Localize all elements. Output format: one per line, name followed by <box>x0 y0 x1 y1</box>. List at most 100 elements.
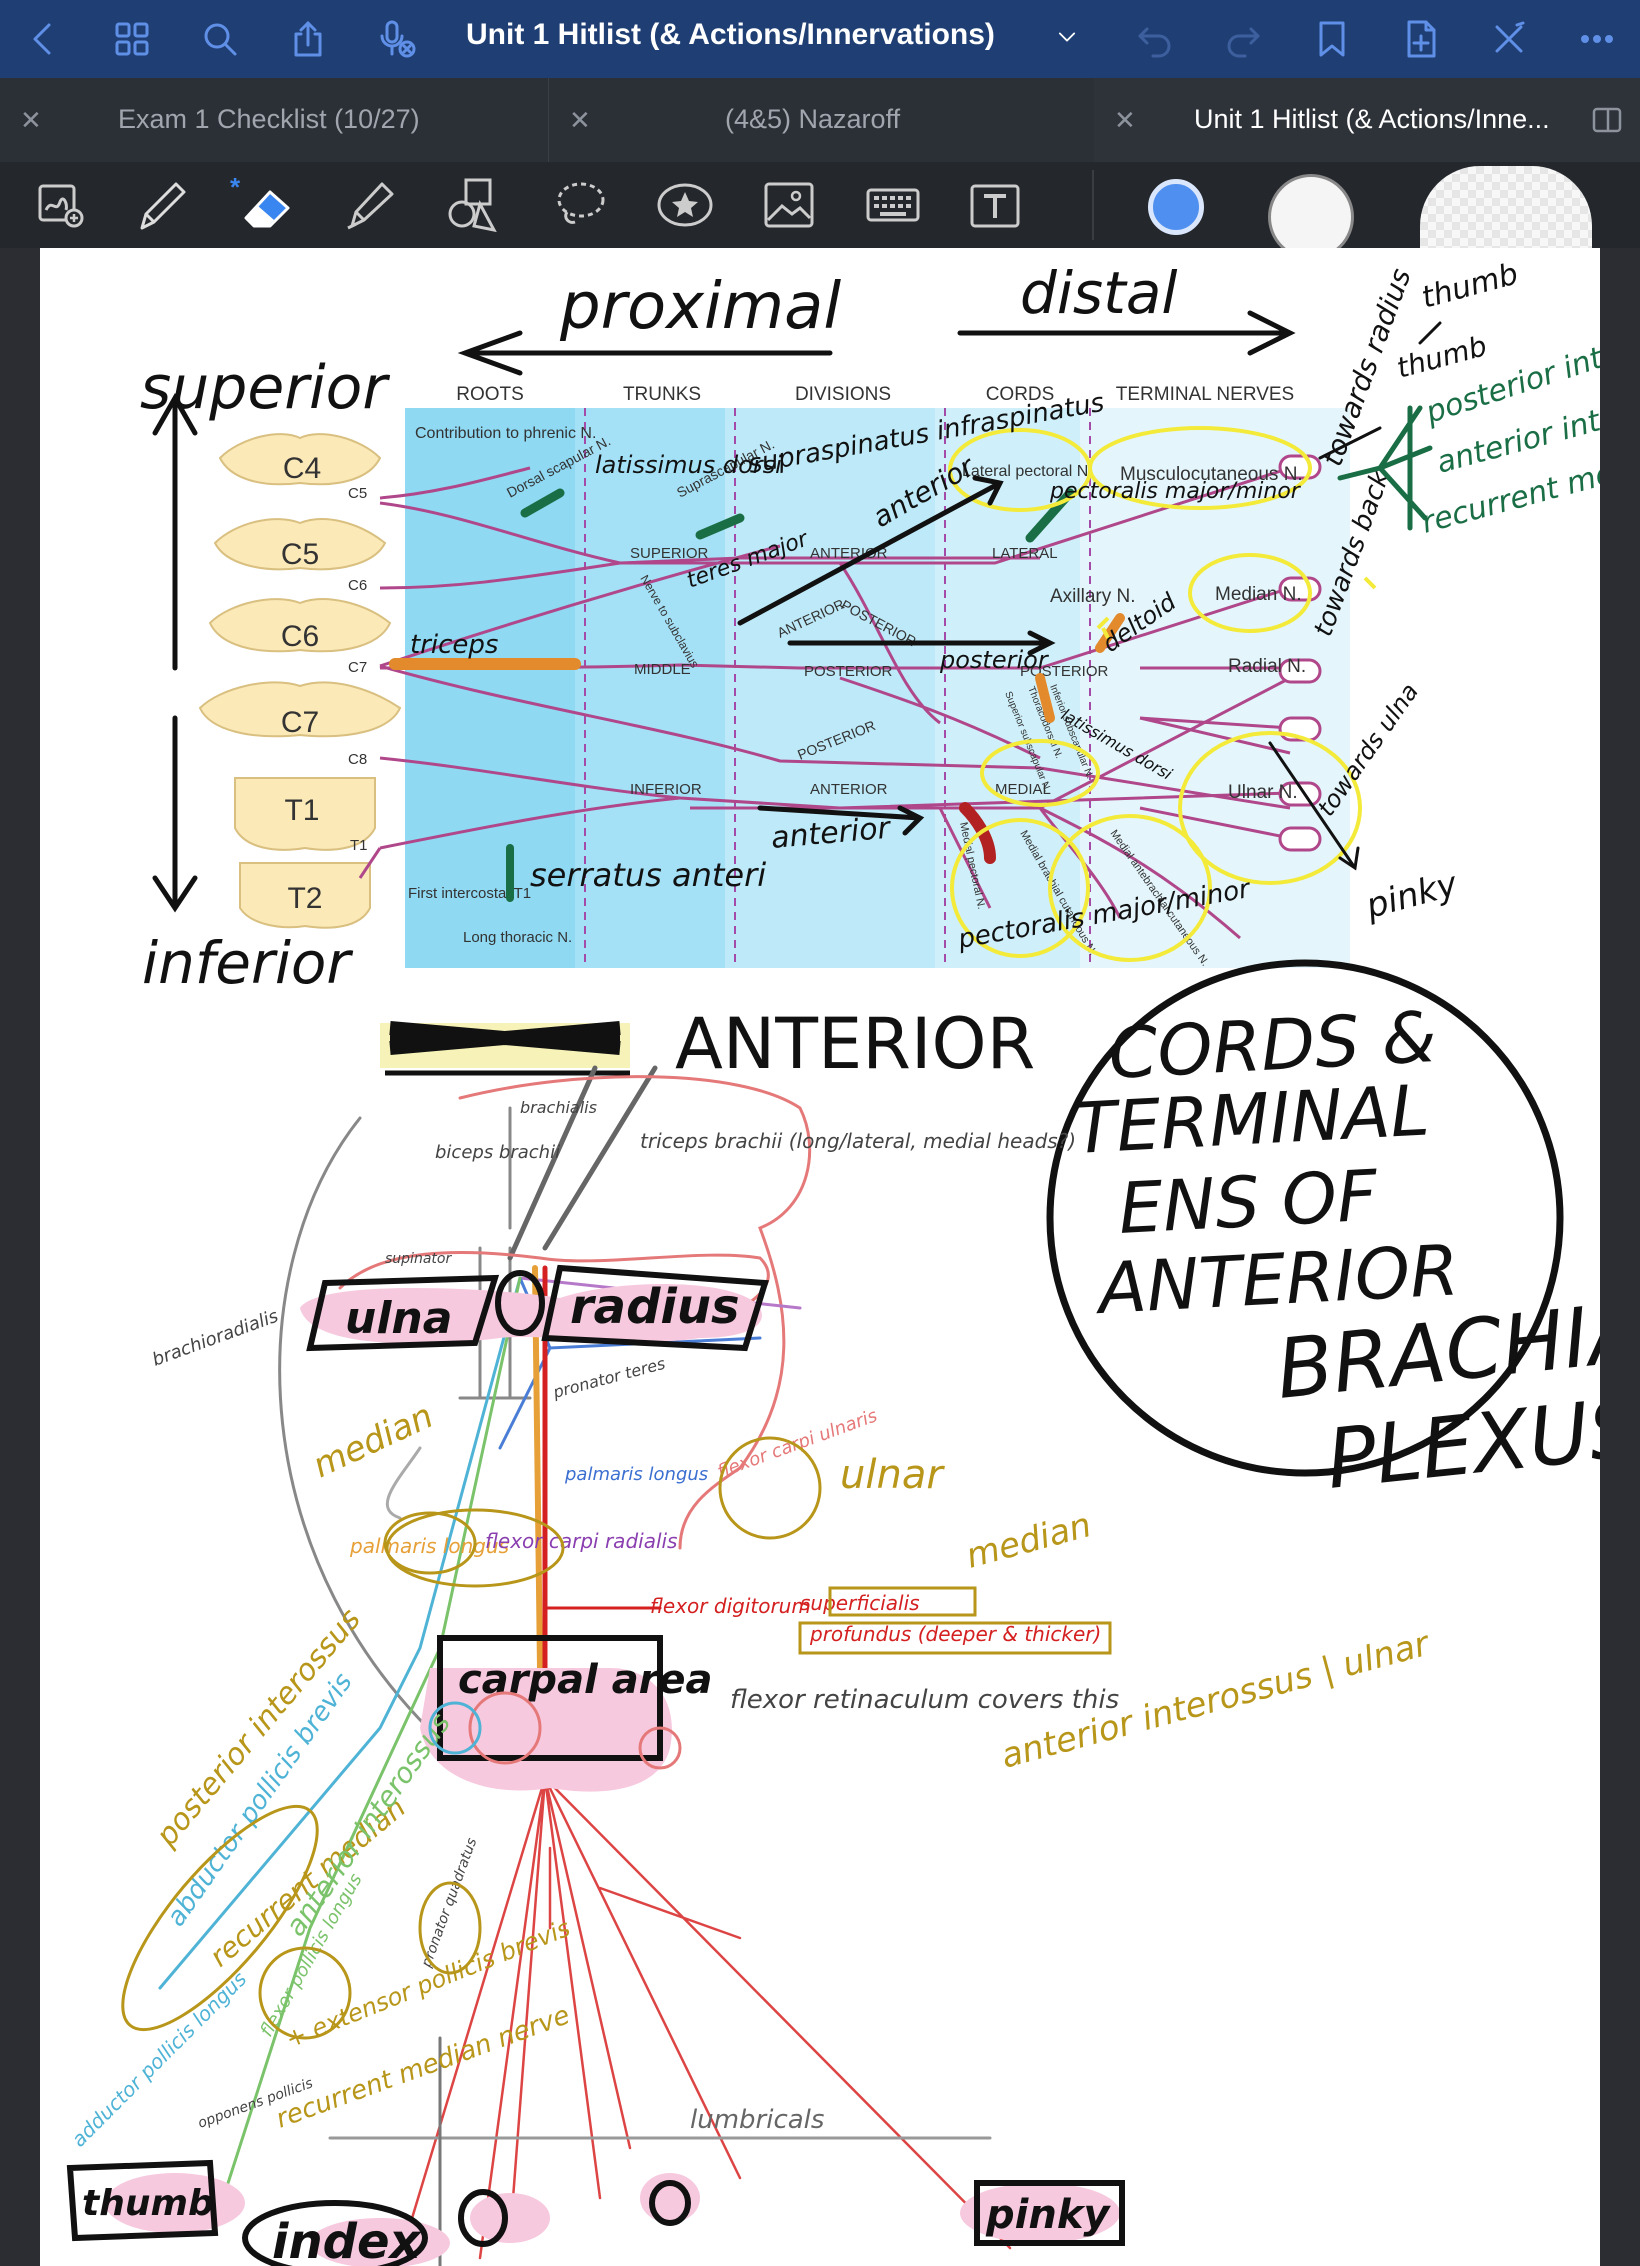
lasso-zoom-icon[interactable] <box>26 172 96 238</box>
annotation-text: triceps brachii (long/lateral, medial he… <box>640 1129 1076 1153</box>
tab-exam-checklist[interactable]: ✕ Exam 1 Checklist (10/27) <box>0 78 548 162</box>
annotation-text: ulnar <box>840 1452 945 1498</box>
bluetooth-icon: * <box>230 172 241 202</box>
col-header-cords: CORDS <box>986 384 1055 405</box>
image-icon[interactable] <box>754 172 824 238</box>
text-icon[interactable] <box>960 172 1030 238</box>
annotation-text: serratus anteri <box>530 856 766 894</box>
sticker-icon[interactable] <box>650 172 720 238</box>
annotation-text: C6 <box>348 577 367 594</box>
annotation-text: brachioradialis <box>150 1306 282 1371</box>
annotation-text: pinky <box>1361 864 1462 927</box>
annotation-text: thumb <box>1393 329 1490 385</box>
vertebra-c7: C7 <box>281 706 319 739</box>
canvas-area[interactable]: ROOTS TRUNKS DIVISIONS CORDS TERMINAL NE… <box>0 248 1640 2266</box>
col-header-terminal: TERMINAL NERVES <box>1116 384 1294 405</box>
annotation-text: pronator teres <box>550 1354 667 1402</box>
thumb-label: thumb <box>82 2183 214 2224</box>
undo-icon[interactable] <box>1130 14 1180 64</box>
redo-icon[interactable] <box>1218 14 1268 64</box>
annotation-text: supinator <box>385 1251 452 1267</box>
label-contribution: Contribution to phrenic N. <box>415 425 596 442</box>
annotation-text: brachialis <box>520 1098 597 1117</box>
bookmark-icon[interactable] <box>1307 14 1357 64</box>
hw-inferior: inferior <box>142 929 353 997</box>
annotation-text: palmaris longus <box>349 1534 509 1558</box>
annotation-text: TERMINAL <box>1072 1069 1432 1170</box>
color-swatch-blue[interactable] <box>1148 179 1204 235</box>
annotation-text: flexor digitorum <box>650 1594 811 1618</box>
annotation-text: adductor pollicis longus <box>67 1967 252 2152</box>
annotation-text: ANTERIOR <box>810 781 888 798</box>
back-icon[interactable] <box>18 14 68 64</box>
annotation-text: T1 <box>350 837 368 854</box>
annotation-text: median <box>962 1505 1095 1577</box>
close-tab-icon[interactable]: ✕ <box>20 105 42 135</box>
annotation-text: CORDS & <box>1107 996 1439 1095</box>
vertebra-c4: C4 <box>283 452 321 485</box>
annotation-text: pectoralis major/minor <box>1049 479 1302 504</box>
split-view-icon[interactable] <box>1592 106 1624 134</box>
pen-icon[interactable] <box>128 172 198 238</box>
eraser-icon[interactable]: * <box>230 172 300 238</box>
toolbar-divider <box>1092 170 1094 240</box>
tab-bar: ✕ Exam 1 Checklist (10/27) ✕ (4&5) Nazar… <box>0 78 1640 162</box>
close-tab-icon[interactable]: ✕ <box>1114 105 1136 135</box>
more-icon[interactable] <box>1572 14 1622 64</box>
close-icon[interactable] <box>1484 14 1534 64</box>
annotation-text: profundus (deeper & thicker) <box>809 1622 1101 1646</box>
tab-nazaroff[interactable]: ✕ (4&5) Nazaroff <box>548 78 1094 162</box>
hw-superior: superior <box>140 353 390 423</box>
grid-icon[interactable] <box>107 14 157 64</box>
highlighter-icon[interactable] <box>334 172 404 238</box>
col-header-divisions: DIVISIONS <box>795 384 891 405</box>
annotation-text: INFERIOR <box>630 781 702 798</box>
annotation-text: median <box>307 1396 439 1486</box>
annotation-text: Radial N. <box>1228 656 1306 677</box>
brachial-plexus-diagram: ROOTS TRUNKS DIVISIONS CORDS TERMINAL NE… <box>198 384 1377 968</box>
annotation-text: C7 <box>348 659 367 676</box>
shapes-icon[interactable] <box>438 172 508 238</box>
tab-label: Unit 1 Hitlist (& Actions/Inne... <box>1194 104 1550 134</box>
chevron-down-icon[interactable] <box>1052 22 1082 52</box>
annotation-text: Ulnar N. <box>1228 782 1298 803</box>
anterior-title: ANTERIOR <box>675 1003 1035 1085</box>
search-icon[interactable] <box>195 14 245 64</box>
annotation-text: superficialis <box>800 1591 920 1615</box>
annotation-text: biceps brachii <box>435 1142 560 1163</box>
tab-unit1-hitlist[interactable]: ✕ Unit 1 Hitlist (& Actions/Inne... <box>1094 78 1640 162</box>
annotation-text: Long thoracic N. <box>463 929 572 946</box>
add-page-icon[interactable] <box>1396 14 1446 64</box>
col-header-trunks: TRUNKS <box>623 384 701 405</box>
annotation-text: C8 <box>348 751 367 768</box>
annotation-text: triceps <box>410 630 498 660</box>
tab-label: Exam 1 Checklist (10/27) <box>118 104 420 134</box>
keyboard-icon[interactable] <box>858 172 928 238</box>
vertebra-t2: T2 <box>287 882 322 915</box>
annotation-text: latissimus dorsi <box>595 451 782 479</box>
tab-label: (4&5) Nazaroff <box>725 104 901 134</box>
annotation-text: C5 <box>348 485 367 502</box>
notes-page[interactable]: ROOTS TRUNKS DIVISIONS CORDS TERMINAL NE… <box>40 248 1600 2266</box>
vertebra-c6: C6 <box>281 620 319 653</box>
radius-label: radius <box>570 1279 740 1335</box>
annotation-text: Lateral pectoral N. <box>962 463 1093 480</box>
lasso-icon[interactable] <box>545 172 615 238</box>
summary-circle <box>1046 959 1564 1477</box>
annotation-text: palmaris longus <box>564 1464 708 1485</box>
col-header-roots: ROOTS <box>456 384 524 405</box>
vertebra-c5: C5 <box>281 538 319 571</box>
share-icon[interactable] <box>283 14 333 64</box>
hw-proximal: proximal <box>559 270 841 344</box>
annotation-text: MIDDLE <box>634 661 691 678</box>
annotation-text: ANTERIOR <box>1093 1229 1461 1330</box>
ulna-label: ulna <box>345 1293 452 1344</box>
annotation-text: posterior <box>939 646 1050 674</box>
hw-distal: distal <box>1020 259 1178 327</box>
annotation-text: flexor carpi radialis <box>485 1529 677 1553</box>
annotation-text: First intercostal T1 <box>408 885 531 902</box>
carpal-label: carpal area <box>458 1657 713 1703</box>
mic-off-icon[interactable] <box>372 14 422 64</box>
document-title[interactable]: Unit 1 Hitlist (& Actions/Innervations) <box>466 18 995 51</box>
close-tab-icon[interactable]: ✕ <box>569 105 591 135</box>
